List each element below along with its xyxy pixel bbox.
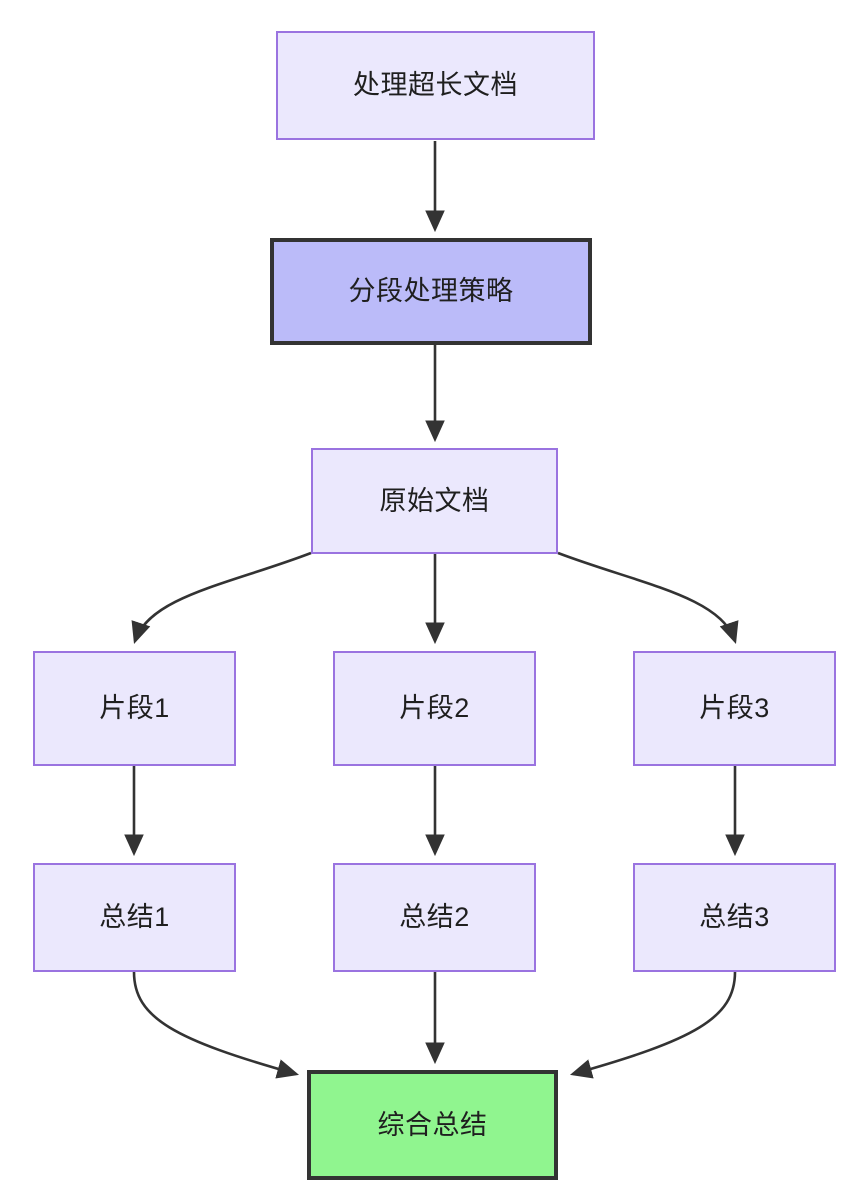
edge-summary3-to-final — [569, 971, 737, 1079]
edge-source-to-chunk1 — [131, 551, 312, 644]
node-source-document[interactable]: 原始文档 — [311, 448, 558, 554]
edge-source-to-chunk3 — [557, 551, 739, 644]
edge-summary1-to-final — [132, 971, 300, 1079]
node-chunk-3[interactable]: 片段3 — [633, 651, 836, 766]
node-final-summary[interactable]: 综合总结 — [307, 1070, 558, 1180]
node-summary-2[interactable]: 总结2 — [333, 863, 536, 972]
node-summary-1[interactable]: 总结1 — [33, 863, 236, 972]
node-strategy[interactable]: 分段处理策略 — [270, 238, 592, 345]
node-summary-3[interactable]: 总结3 — [633, 863, 836, 972]
node-chunk-2[interactable]: 片段2 — [333, 651, 536, 766]
node-chunk-1[interactable]: 片段1 — [33, 651, 236, 766]
node-start[interactable]: 处理超长文档 — [276, 31, 595, 140]
